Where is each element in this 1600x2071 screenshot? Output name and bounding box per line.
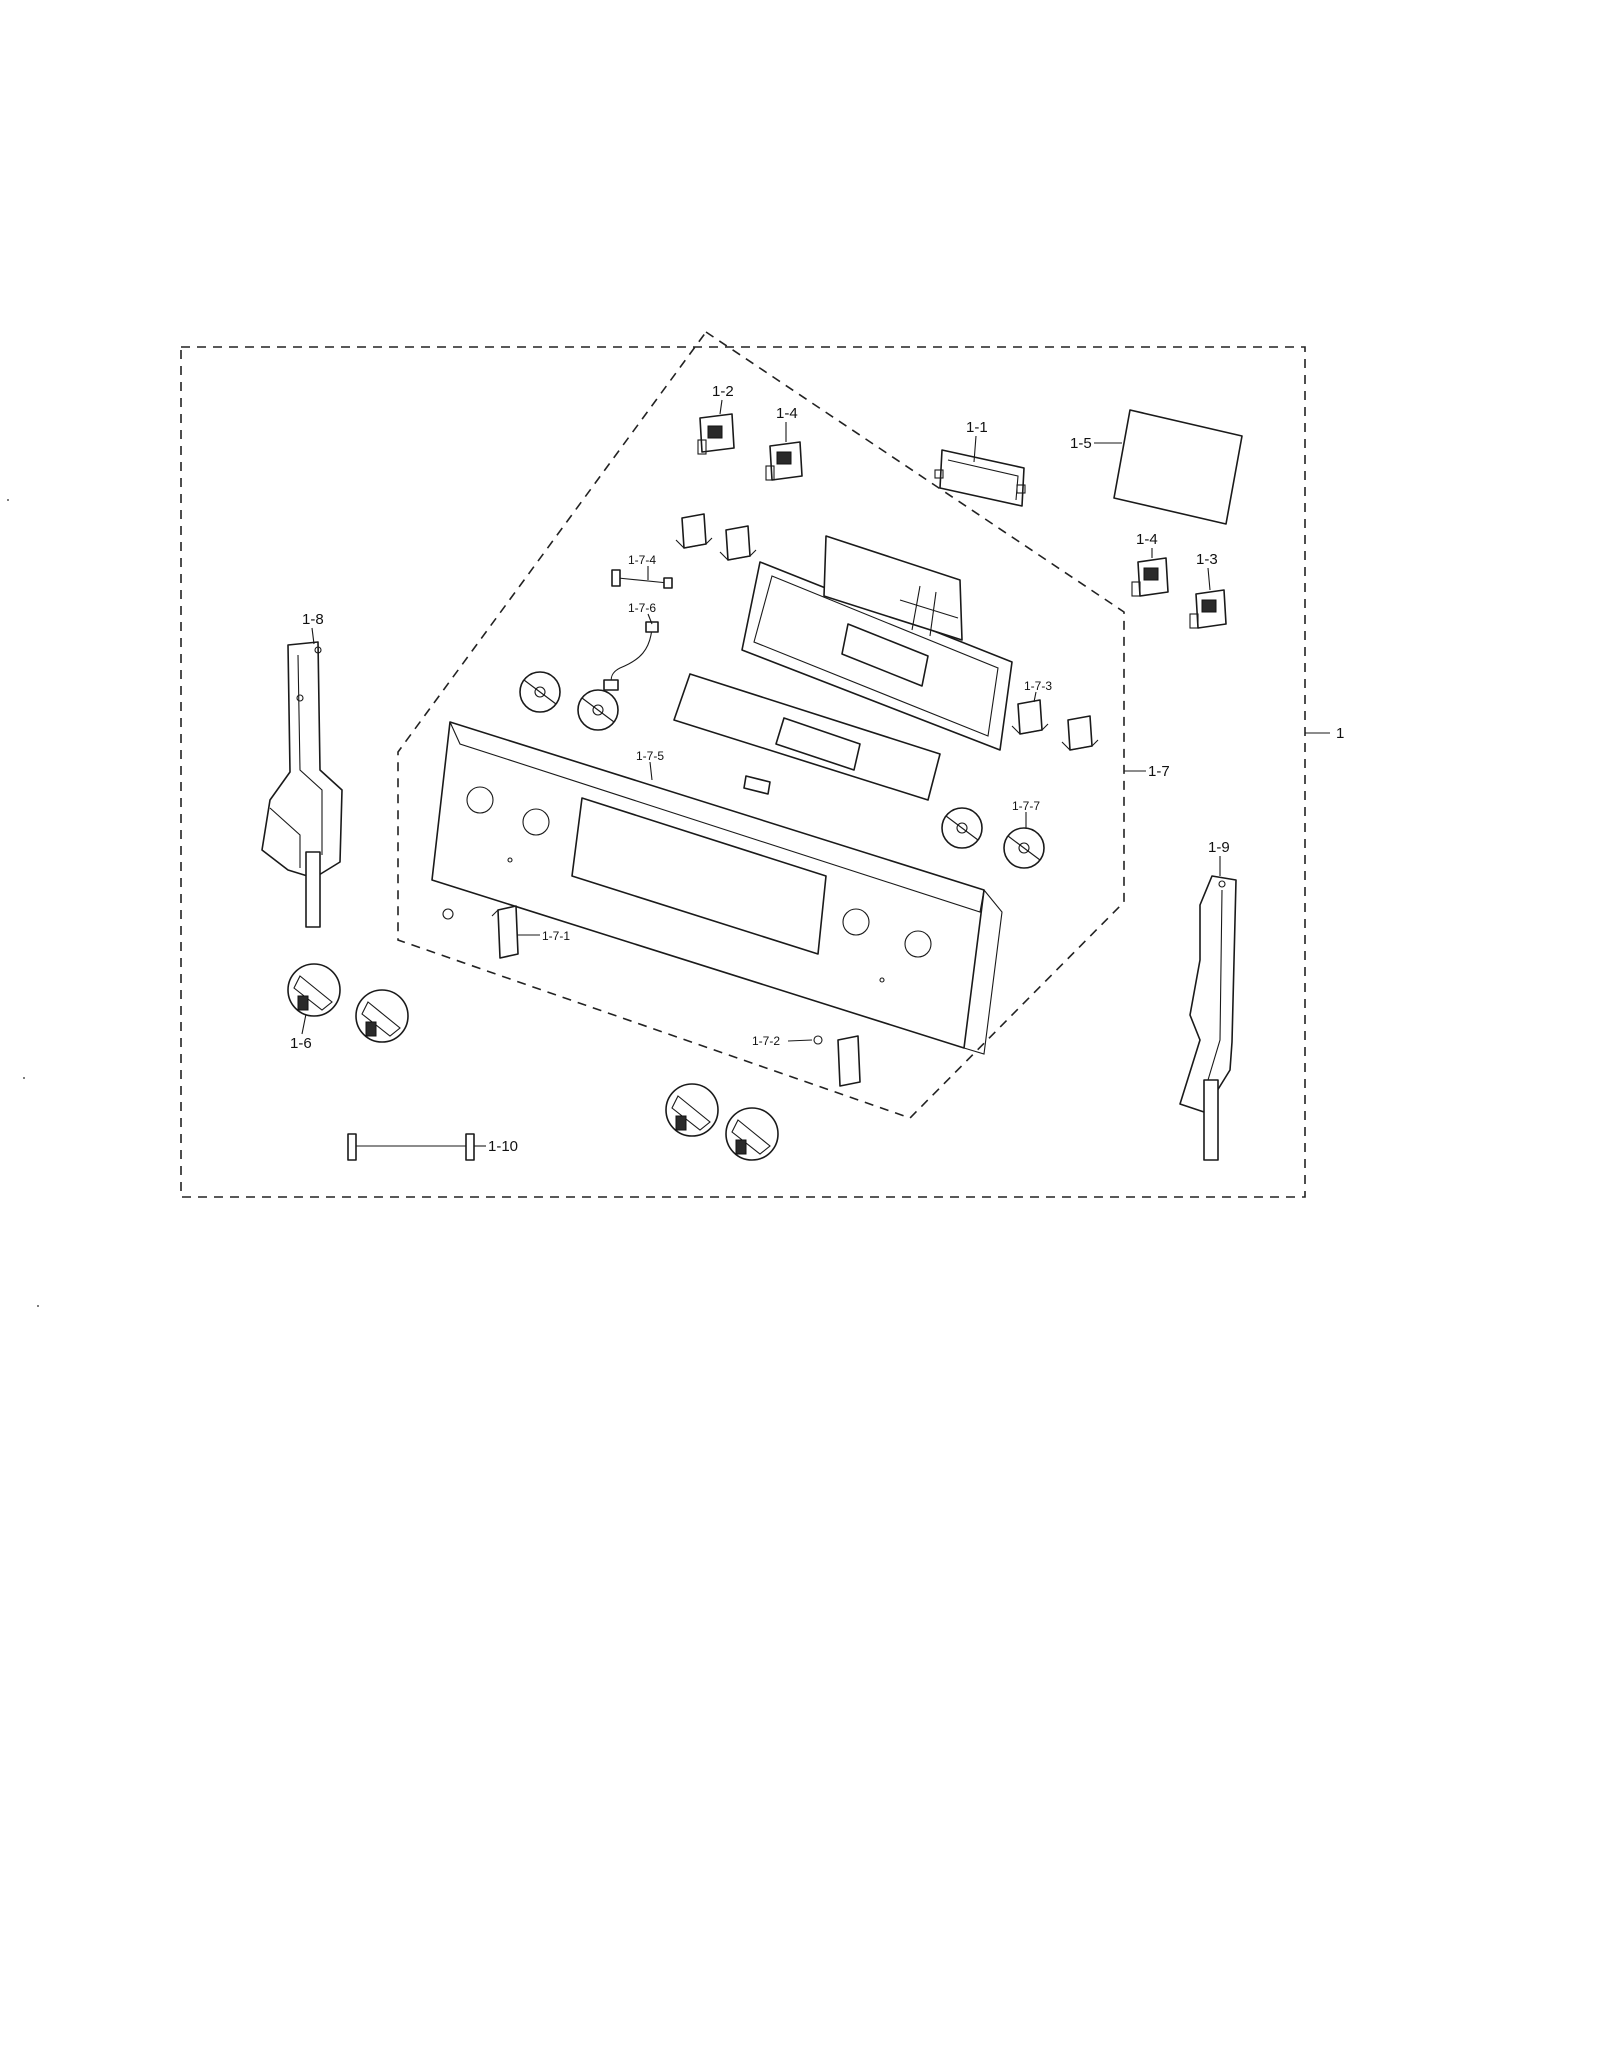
label-1-10: 1-10 bbox=[488, 1138, 518, 1155]
label-sheet-1-5 bbox=[1113, 409, 1243, 525]
label-1-2: 1-2 bbox=[712, 383, 734, 400]
knob-guide-left-b bbox=[577, 689, 619, 731]
bracket-1-7-3-b bbox=[1061, 715, 1099, 751]
rod-1-10 bbox=[347, 1133, 475, 1161]
scan-speck bbox=[37, 1305, 39, 1307]
scan-speck bbox=[7, 499, 9, 501]
display-module-1-1 bbox=[934, 449, 1026, 507]
bracket-1-7-3-a bbox=[1011, 699, 1049, 735]
label-1-7: 1-7 bbox=[1148, 763, 1170, 780]
screw-1-7-2 bbox=[813, 1035, 823, 1045]
knob-bottom-a bbox=[665, 1083, 719, 1137]
inner-clip-left-a bbox=[675, 513, 713, 549]
harness-1-7-6 bbox=[603, 621, 659, 691]
switch-1-4-top bbox=[765, 441, 803, 481]
label-1-7-4: 1-7-4 bbox=[628, 553, 656, 567]
spacer-1-7-1 bbox=[491, 905, 519, 959]
assembly-boundary bbox=[180, 346, 1306, 1198]
label-1-1: 1-1 bbox=[966, 419, 988, 436]
knob-guide-1-7-7 bbox=[1003, 827, 1045, 869]
inner-clip-left-b bbox=[719, 525, 757, 561]
pcb-frame bbox=[741, 535, 1013, 751]
label-1-8: 1-8 bbox=[302, 611, 324, 628]
front-control-panel-1-7-5 bbox=[431, 721, 1003, 1055]
knob-guide-right-a bbox=[941, 807, 983, 849]
label-1-7-1: 1-7-1 bbox=[542, 929, 570, 943]
left-side-bracket bbox=[261, 641, 343, 928]
knob-1-6-b bbox=[355, 989, 409, 1043]
label-1-7-7: 1-7-7 bbox=[1012, 799, 1040, 813]
knob-bottom-b bbox=[725, 1107, 779, 1161]
label-1-9: 1-9 bbox=[1208, 839, 1230, 856]
label-1-7-3: 1-7-3 bbox=[1024, 679, 1052, 693]
knob-1-6-a bbox=[287, 963, 341, 1017]
label-1: 1 bbox=[1336, 725, 1344, 742]
label-1-5: 1-5 bbox=[1070, 435, 1092, 452]
label-1-3: 1-3 bbox=[1196, 551, 1218, 568]
switch-1-2 bbox=[697, 413, 735, 455]
label-1-7-6: 1-7-6 bbox=[628, 601, 656, 615]
sub-assembly-boundary bbox=[397, 330, 1125, 1119]
callouts: 1-2 1-4 1-1 1-5 1-4 1-3 1-8 1-7-4 1-7-6 … bbox=[290, 383, 1344, 1155]
knob-guide-left-a bbox=[519, 671, 561, 713]
spacer-right bbox=[837, 1035, 861, 1087]
wire-1-7-4 bbox=[611, 569, 673, 589]
label-1-4-right: 1-4 bbox=[1136, 531, 1158, 548]
screw-left bbox=[442, 908, 454, 920]
label-1-6: 1-6 bbox=[290, 1035, 312, 1052]
scan-speck bbox=[23, 1077, 25, 1079]
label-1-7-5: 1-7-5 bbox=[636, 749, 664, 763]
label-1-4-top: 1-4 bbox=[776, 405, 798, 422]
label-1-7-2: 1-7-2 bbox=[752, 1034, 780, 1048]
switch-1-4-right bbox=[1131, 557, 1169, 597]
right-side-bracket bbox=[1179, 875, 1237, 1161]
switch-1-3 bbox=[1189, 589, 1227, 629]
display-window bbox=[673, 673, 941, 801]
